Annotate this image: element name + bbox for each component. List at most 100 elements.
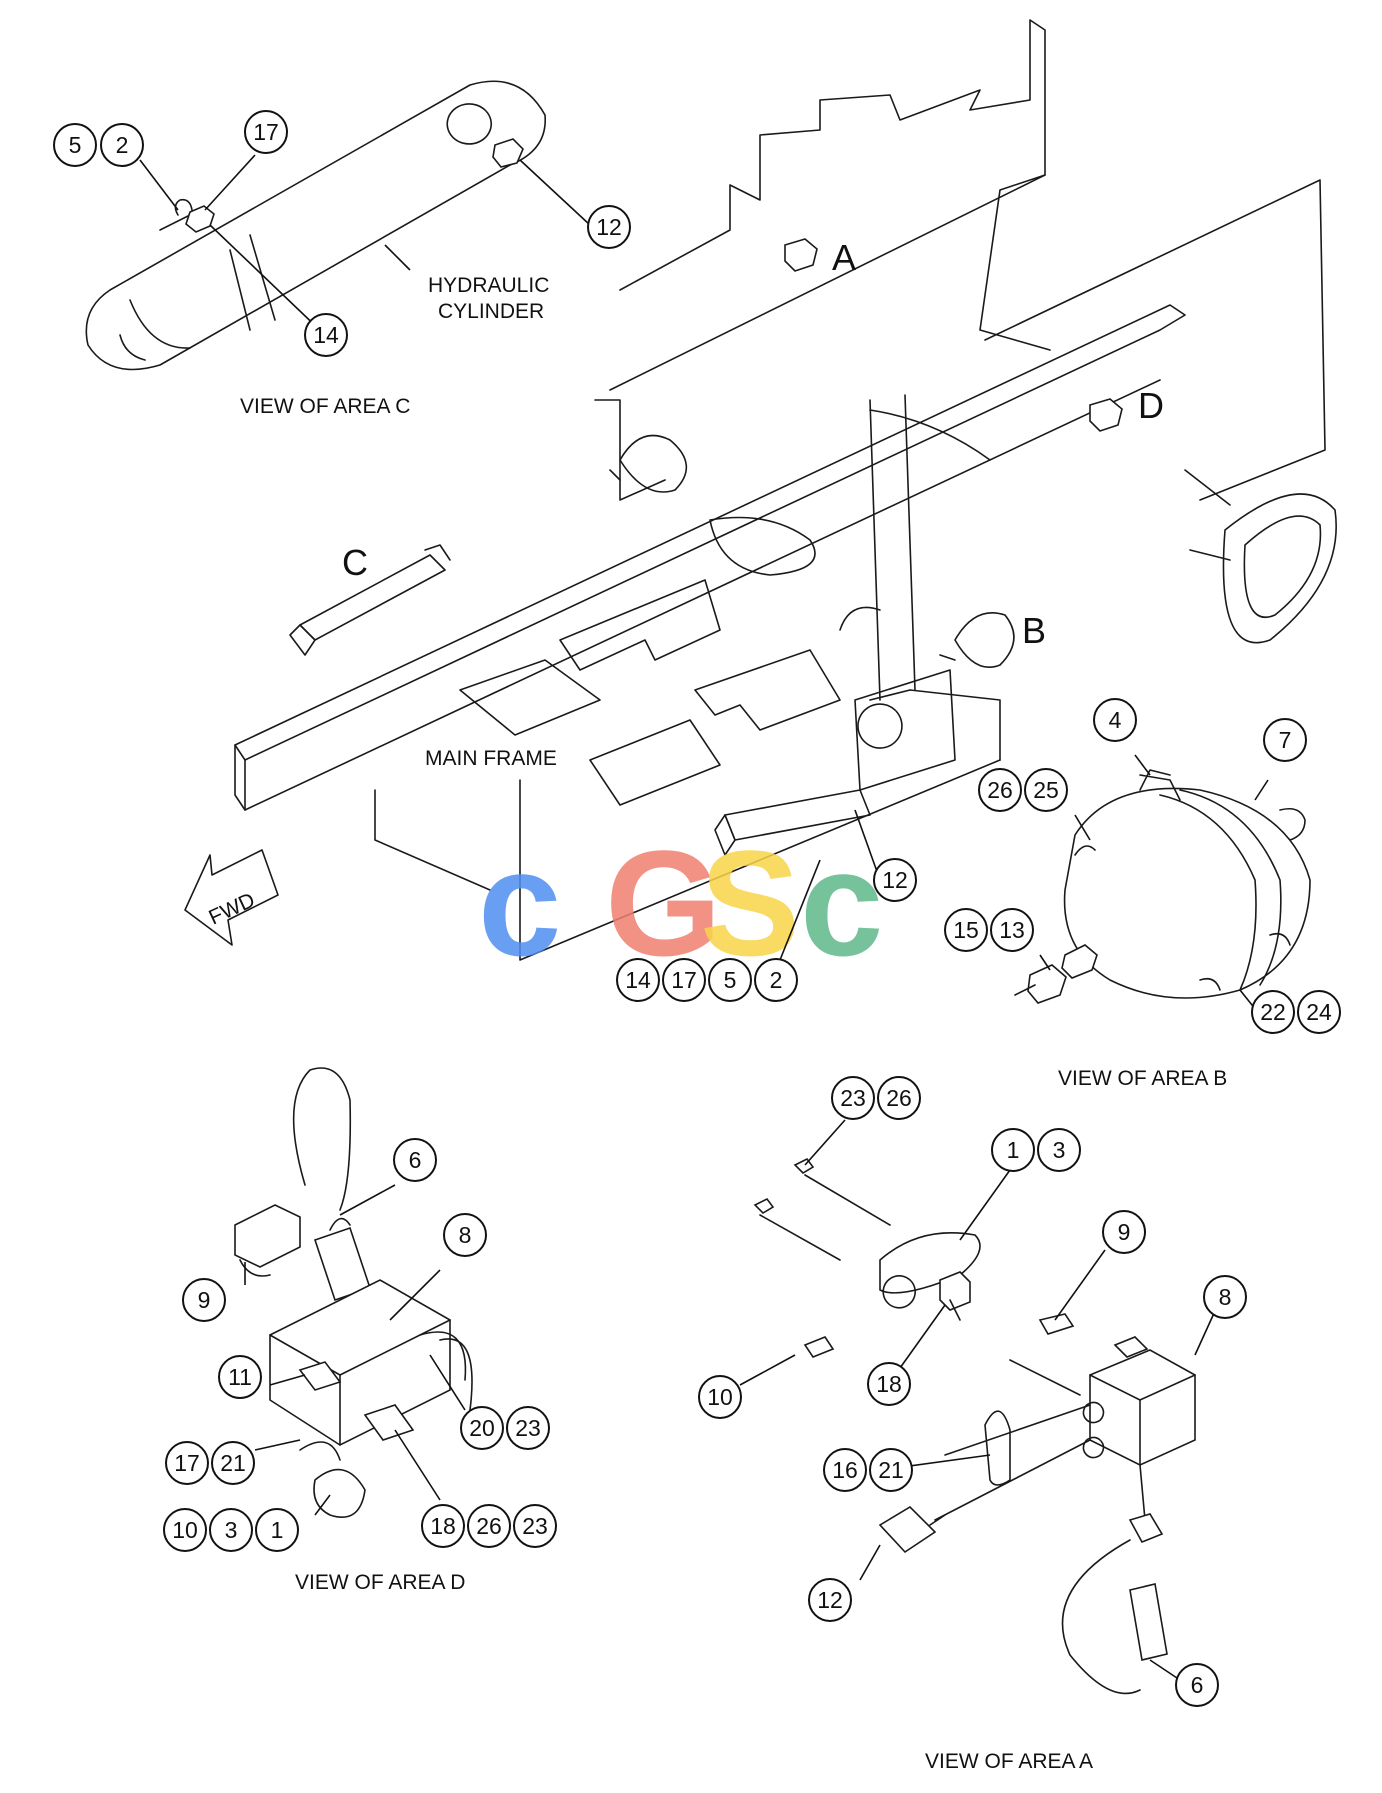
callout-23: 23 — [831, 1076, 875, 1120]
watermark-letter-c1: c — [478, 819, 561, 987]
svg-text:21: 21 — [878, 1457, 904, 1483]
svg-text:12: 12 — [882, 867, 908, 893]
svg-text:8: 8 — [1219, 1284, 1232, 1310]
area-b-marker: B — [1022, 610, 1046, 651]
svg-text:24: 24 — [1306, 999, 1332, 1025]
view-b-accumulator — [1014, 769, 1311, 1004]
area-d-marker: D — [1138, 385, 1164, 426]
svg-text:7: 7 — [1279, 727, 1292, 753]
callout-12: 12 — [873, 858, 917, 902]
callout-3: 3 — [1037, 1128, 1081, 1172]
callout-21: 21 — [211, 1441, 255, 1485]
callout-17: 17 — [165, 1441, 209, 1485]
svg-text:5: 5 — [724, 967, 737, 993]
svg-text:18: 18 — [876, 1371, 902, 1397]
callout-4: 4 — [1093, 698, 1137, 742]
svg-text:16: 16 — [832, 1457, 858, 1483]
main-frame — [234, 19, 1337, 961]
callout-1: 1 — [255, 1508, 299, 1552]
watermark-letter-g: G — [605, 819, 722, 987]
svg-text:12: 12 — [596, 214, 622, 240]
callout-26: 26 — [467, 1504, 511, 1548]
label-cylinder: CYLINDER — [438, 300, 544, 323]
svg-text:18: 18 — [430, 1513, 456, 1539]
callout-23: 23 — [513, 1504, 557, 1548]
callout-8: 8 — [1203, 1275, 1247, 1319]
svg-text:17: 17 — [253, 119, 279, 145]
callout-22: 22 — [1251, 990, 1295, 1034]
callout-6: 6 — [1175, 1663, 1219, 1707]
callout-9: 9 — [182, 1278, 226, 1322]
callout-25: 25 — [1024, 768, 1068, 812]
svg-text:25: 25 — [1033, 777, 1059, 803]
svg-text:17: 17 — [174, 1450, 200, 1476]
label-main-frame: MAIN FRAME — [425, 747, 557, 770]
view-a-title: VIEW OF AREA A — [925, 1750, 1093, 1773]
view-d-assembly — [234, 1067, 473, 1518]
svg-text:17: 17 — [671, 967, 697, 993]
svg-text:20: 20 — [469, 1415, 495, 1441]
svg-text:8: 8 — [459, 1222, 472, 1248]
svg-text:13: 13 — [999, 917, 1025, 943]
callout-2: 2 — [100, 123, 144, 167]
callout-14: 14 — [616, 958, 660, 1002]
svg-text:1: 1 — [1007, 1137, 1020, 1163]
watermark-letter-c2: c — [800, 819, 883, 987]
callout-15: 15 — [944, 908, 988, 952]
svg-text:21: 21 — [220, 1450, 246, 1476]
view-a-assembly — [753, 1157, 1196, 1695]
svg-text:3: 3 — [225, 1517, 238, 1543]
area-a-marker: A — [832, 237, 856, 278]
svg-text:3: 3 — [1053, 1137, 1066, 1163]
svg-text:10: 10 — [172, 1517, 198, 1543]
svg-text:9: 9 — [1118, 1219, 1131, 1245]
view-c-title: VIEW OF AREA C — [240, 395, 410, 418]
callout-24: 24 — [1297, 990, 1341, 1034]
svg-text:15: 15 — [953, 917, 979, 943]
callout-10: 10 — [698, 1375, 742, 1419]
view-b-title: VIEW OF AREA B — [1058, 1067, 1227, 1090]
callout-12: 12 — [808, 1578, 852, 1622]
svg-text:4: 4 — [1109, 707, 1122, 733]
svg-text:6: 6 — [409, 1147, 422, 1173]
svg-text:10: 10 — [707, 1384, 733, 1410]
callout-14: 14 — [304, 313, 348, 357]
svg-text:22: 22 — [1260, 999, 1286, 1025]
callout-5: 5 — [53, 123, 97, 167]
svg-text:26: 26 — [476, 1513, 502, 1539]
callout-10: 10 — [163, 1508, 207, 1552]
fwd-arrow: FWD — [184, 849, 279, 946]
callout-7: 7 — [1263, 718, 1307, 762]
svg-text:23: 23 — [840, 1085, 866, 1111]
callout-16: 16 — [823, 1448, 867, 1492]
callout-23: 23 — [506, 1406, 550, 1450]
callout-17: 17 — [662, 958, 706, 1002]
view-c-cylinder — [85, 80, 546, 371]
svg-text:12: 12 — [817, 1587, 843, 1613]
callout-21: 21 — [869, 1448, 913, 1492]
callout-20: 20 — [460, 1406, 504, 1450]
callout-5: 5 — [708, 958, 752, 1002]
callout-18: 18 — [421, 1504, 465, 1548]
callout-26: 26 — [877, 1076, 921, 1120]
svg-text:6: 6 — [1191, 1672, 1204, 1698]
svg-text:23: 23 — [515, 1415, 541, 1441]
callout-17: 17 — [244, 110, 288, 154]
callout-6: 6 — [393, 1138, 437, 1182]
callout-3: 3 — [209, 1508, 253, 1552]
svg-text:11: 11 — [228, 1364, 252, 1390]
svg-text:14: 14 — [313, 322, 339, 348]
view-d-title: VIEW OF AREA D — [295, 1571, 465, 1594]
fwd-label: FWD — [205, 888, 258, 929]
callout-8: 8 — [443, 1213, 487, 1257]
callout-18: 18 — [867, 1362, 911, 1406]
callout-12: 12 — [587, 205, 631, 249]
area-c-marker: C — [342, 542, 368, 583]
svg-text:26: 26 — [987, 777, 1013, 803]
callout-13: 13 — [990, 908, 1034, 952]
cgsc-watermark: c G S c — [478, 819, 883, 987]
svg-text:2: 2 — [116, 132, 129, 158]
callout-2: 2 — [754, 958, 798, 1002]
callout-26: 26 — [978, 768, 1022, 812]
